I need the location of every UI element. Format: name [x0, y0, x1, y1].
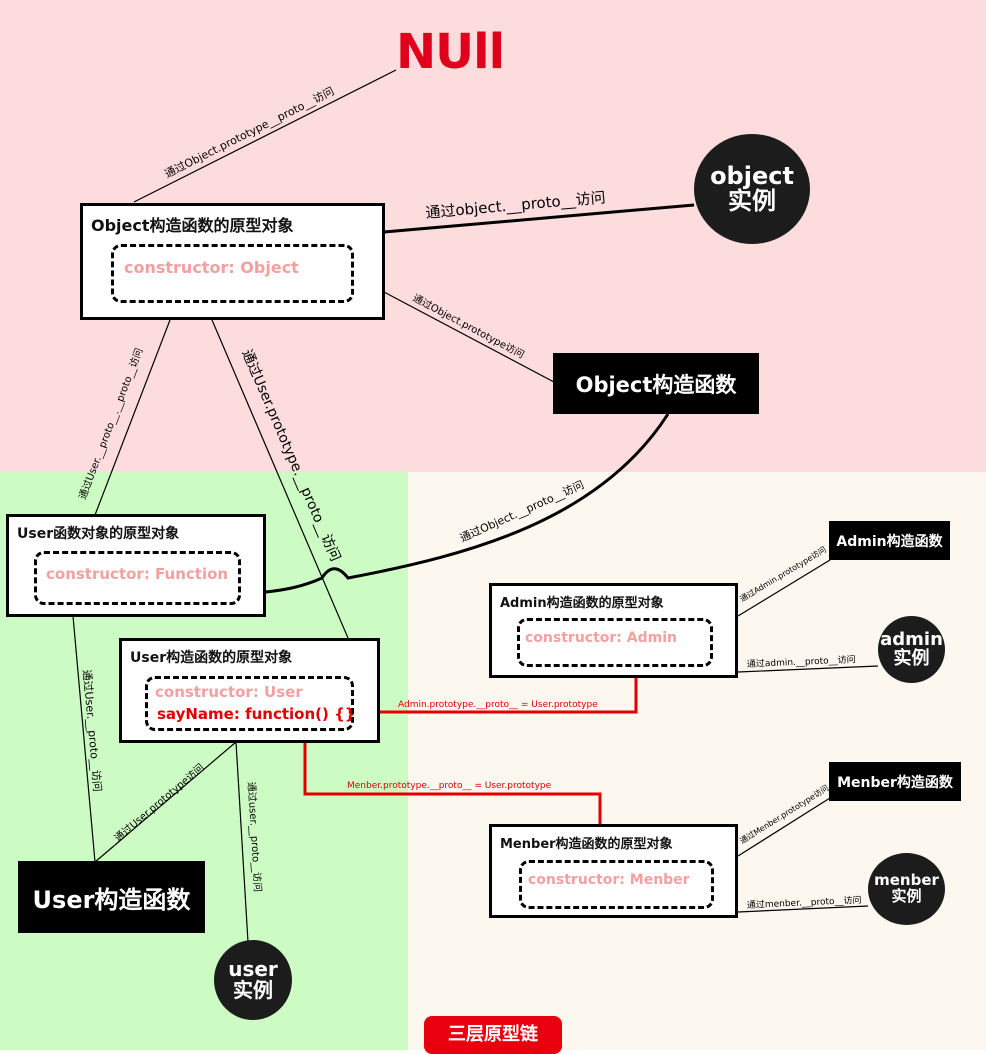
subclass-layer-zone — [408, 472, 986, 1050]
admin-fn-link-label: 通过Admin.prototype访问 — [738, 544, 828, 604]
user-fn-prototype-inner: constructor: Function — [34, 551, 241, 605]
admin-inst-link-line — [737, 665, 879, 673]
user-fn-proto-link-label: 通过User.prototype访问 — [112, 761, 207, 845]
user-fn-prototype-title: User函数对象的原型对象 — [17, 526, 180, 542]
admin-prototype-box: Admin构造函数的原型对象 constructor: Admin — [489, 583, 738, 678]
menber-instance-line2: 实例 — [891, 887, 922, 905]
object-constructor-block: Object构造函数 — [553, 353, 759, 414]
object-fn-proto-link-label: 通过Object.prototype访问 — [411, 291, 527, 361]
admin-instance-circle: admin 实例 — [878, 616, 945, 683]
null-link-line — [133, 69, 397, 203]
object-fn-proto-link-line — [383, 291, 555, 383]
user-fn-fnproto-link-line — [72, 615, 96, 863]
user-prototype-title: User构造函数的原型对象 — [130, 650, 293, 666]
object-instance-circle: object 实例 — [694, 134, 810, 244]
admin-prototype-constructor: constructor: Admin — [525, 630, 677, 646]
menber-instance-line1: menber — [874, 871, 939, 890]
object-instance-line1: object — [710, 161, 794, 190]
object-inst-link-line — [383, 203, 695, 234]
menber-prototype-title: Menber构造函数的原型对象 — [500, 837, 673, 852]
admin-constructor-block: Admin构造函数 — [829, 521, 950, 560]
object-fn-fnproto-link-label: 通过Object.__proto__访问 — [458, 478, 586, 545]
user-fn-obj-link-label: 通过User.__proto__.__proto__访问 — [76, 346, 146, 501]
user-prototype-method: sayName: function() {} — [157, 705, 356, 723]
menber-inst-link-line — [737, 905, 869, 913]
object-prototype-inner: constructor: Object — [111, 244, 354, 303]
user-fn-prototype-box: User函数对象的原型对象 constructor: Function — [6, 514, 266, 617]
object-prototype-box: Object构造函数的原型对象 constructor: Object — [80, 203, 385, 320]
menber-constructor-block: Menber构造函数 — [829, 762, 961, 801]
user-prototype-box: User构造函数的原型对象 constructor: User sayName:… — [119, 638, 380, 743]
admin-prototype-title: Admin构造函数的原型对象 — [500, 596, 664, 611]
admin-fn-link-line — [737, 559, 831, 617]
admin-chain-link-label: Admin.prototype.__proto__ = User.prototy… — [398, 700, 598, 710]
menber-prototype-box: Menber构造函数的原型对象 constructor: Menber — [489, 824, 738, 918]
object-inst-link-label: 通过object.__proto__访问 — [425, 188, 607, 223]
user-constructor-block: User构造函数 — [18, 861, 205, 933]
menber-prototype-constructor: constructor: Menber — [528, 872, 690, 888]
user-instance-line2: 实例 — [233, 978, 273, 1002]
object-instance-line2: 实例 — [728, 187, 776, 215]
user-instance-circle: user 实例 — [214, 940, 292, 1020]
object-prototype-constructor: constructor: Object — [124, 258, 299, 277]
menber-fn-link-line — [737, 797, 831, 857]
user-fn-obj-link-line — [94, 319, 171, 516]
menber-chain-link-label: Menber.prototype.__proto__ = User.protot… — [347, 781, 552, 791]
admin-instance-line1: admin — [880, 628, 943, 650]
user-prototype-inner: constructor: User sayName: function() {} — [145, 676, 356, 731]
admin-instance-line2: 实例 — [893, 647, 930, 669]
user-fn-proto-link-line — [94, 741, 237, 863]
menber-fn-link-label: 通过Menber.prototype访问 — [738, 783, 831, 846]
user-proto-obj-link-line — [211, 319, 349, 639]
user-inst-link-line — [235, 741, 249, 943]
chain-title-badge: 三层原型链 — [424, 1016, 562, 1054]
object-fn-fnproto-link-line — [265, 413, 670, 594]
null-title: NUll — [396, 24, 505, 80]
admin-chain-link-line — [380, 678, 638, 714]
user-fn-prototype-constructor: constructor: Function — [46, 565, 229, 583]
menber-prototype-inner: constructor: Menber — [519, 860, 714, 909]
menber-chain-link-line — [303, 742, 602, 824]
menber-instance-circle: menber 实例 — [868, 853, 945, 925]
null-link-label: 通过Object.prototype__proto__访问 — [163, 85, 337, 181]
object-prototype-title: Object构造函数的原型对象 — [91, 216, 294, 235]
user-inst-link-label: 通过user.__proto__访问 — [245, 781, 265, 892]
admin-prototype-inner: constructor: Admin — [517, 618, 713, 667]
user-instance-line1: user — [228, 957, 278, 981]
user-prototype-constructor: constructor: User — [155, 683, 303, 701]
